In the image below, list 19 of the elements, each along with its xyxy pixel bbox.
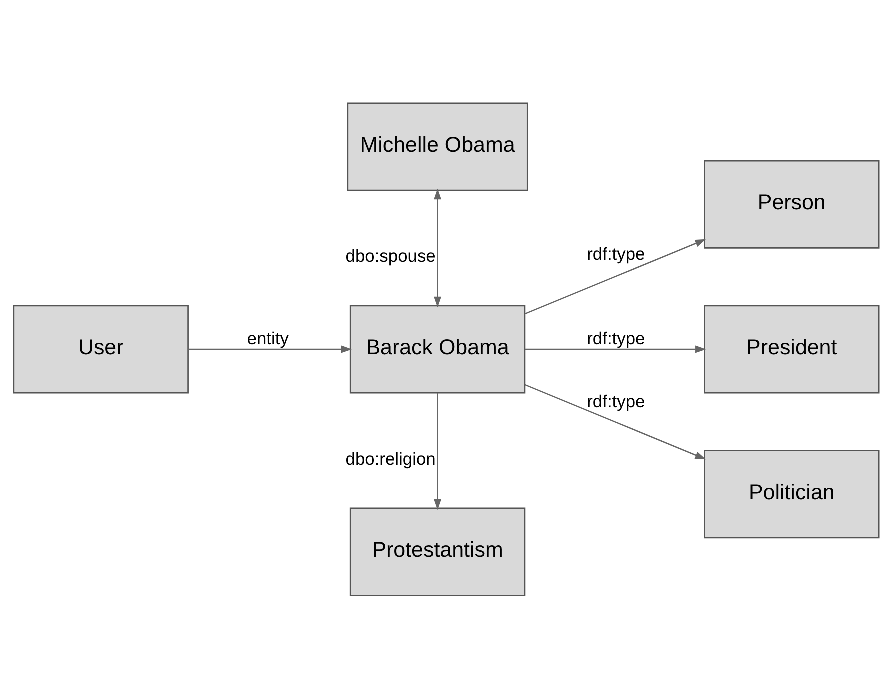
- node-box: Michelle Obama: [347, 102, 528, 191]
- edge-label: dbo:religion: [346, 448, 436, 468]
- node-box: President: [704, 304, 880, 394]
- arrow: [434, 393, 442, 510]
- arrow: [524, 238, 706, 314]
- node-box: Person: [704, 160, 880, 248]
- edge-label: rdf:type: [587, 328, 646, 348]
- arrow: [188, 345, 352, 353]
- node-box: Politician: [704, 450, 880, 538]
- arrow: [434, 188, 442, 308]
- arrow: [524, 384, 706, 460]
- node-box: Protestantism: [350, 507, 526, 596]
- edge-label: dbo:spouse: [346, 245, 436, 266]
- edge-label: rdf:type: [587, 391, 646, 412]
- node-box: User: [13, 304, 189, 394]
- node-box: Barack Obama: [350, 304, 526, 394]
- edge-label: entity: [247, 328, 289, 348]
- edge-label: rdf:type: [587, 244, 646, 264]
- arrow: [525, 345, 706, 353]
